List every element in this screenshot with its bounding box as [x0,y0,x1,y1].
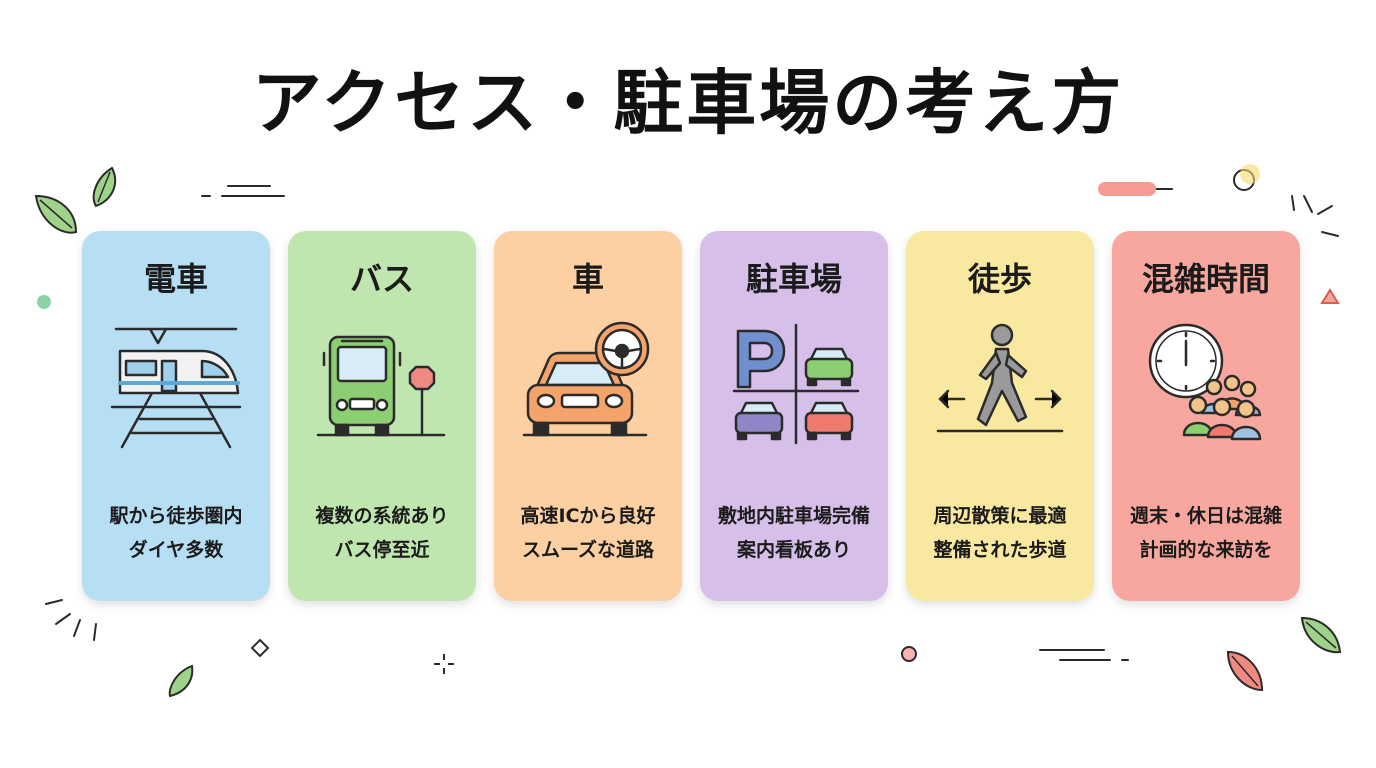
card-line: 周辺散策に最適 [933,505,1067,527]
card-bus: バス 複数の系統あり バス停至近 [288,231,476,601]
card-description: 敷地内駐車場完備 案内看板あり [700,499,888,567]
card-car: 車 高速ICから良好 スムーズな道路 [494,231,682,601]
card-crowd: 混雑時間 [1112,231,1300,601]
dot-icon [37,295,51,309]
card-line: 高速ICから良好 [520,505,656,527]
leaf-icon [34,194,78,234]
card-title: 車 [571,260,604,298]
leaf-icon [1226,650,1264,692]
card-line: 複数の系統あり [315,505,449,527]
card-line: 駅から徒歩圏内 [109,505,243,527]
page-title: アクセス・駐車場の考え方 [251,62,1125,144]
car-icon [522,321,650,437]
ring-icon [901,646,917,662]
card-line: 整備された歩道 [933,539,1067,561]
card-title: 徒歩 [967,260,1032,298]
card-line: 週末・休日は混雑 [1129,505,1282,527]
pill-shape [1098,182,1156,196]
card-description: 週末・休日は混雑 計画的な来訪を [1112,499,1300,567]
card-line: スムーズな道路 [521,539,655,561]
card-description: 高速ICから良好 スムーズな道路 [494,499,682,567]
sparkle-icon [434,654,454,674]
card-line: 敷地内駐車場完備 [717,505,870,527]
clock-crowd-icon [1148,323,1262,441]
diamond-icon [250,638,270,658]
card-parking: 駐車場 [700,231,888,601]
leaf-icon [168,664,194,698]
card-line: ダイヤ多数 [128,539,224,561]
card-description: 複数の系統あり バス停至近 [288,499,476,567]
card-title: バス [349,260,414,298]
card-line: 案内看板あり [736,539,851,561]
card-line: バス停至近 [334,539,430,561]
card-title: 電車 [143,260,208,298]
card-description: 駅から徒歩圏内 ダイヤ多数 [82,499,270,567]
train-icon [110,327,242,449]
card-walking: 徒歩 周辺散策に最適 整備された歩道 [906,231,1094,601]
dash-lines [201,185,1173,661]
walking-icon [936,323,1064,433]
card-title: 混雑時間 [1141,260,1270,298]
burst-lines [45,195,1339,641]
leaf-icon [92,166,117,208]
leaf-icon [1300,616,1342,654]
card-line: 計画的な来訪を [1139,539,1273,561]
bus-icon [316,335,446,437]
card-description: 周辺散策に最適 整備された歩道 [906,499,1094,567]
card-train: 電車 駅から徒歩圏内 ダイヤ多数 [82,231,270,601]
parking-icon [732,323,860,445]
triangle-icon [1320,288,1340,304]
card-title: 駐車場 [745,260,842,298]
